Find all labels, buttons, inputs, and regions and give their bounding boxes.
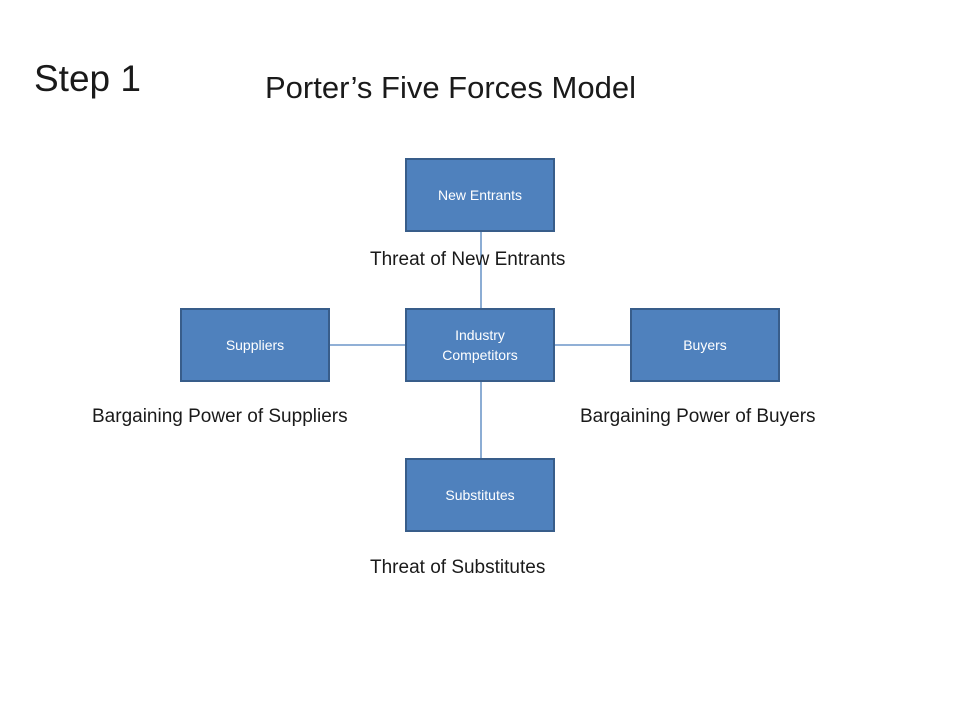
- suppliers-box-label: Suppliers: [225, 336, 285, 353]
- threat-new-entrants-label: Threat of New Entrants: [370, 249, 566, 270]
- bargaining-power-buyers-label: Bargaining Power of Buyers: [580, 406, 816, 427]
- substitutes-box: Substitutes: [405, 458, 555, 532]
- industry-competitors-box-label: Industry Competitors: [442, 326, 518, 363]
- new-entrants-box-label: New Entrants: [437, 186, 523, 203]
- buyers-box: Buyers: [630, 308, 780, 382]
- substitutes-box-label: Substitutes: [445, 486, 515, 503]
- bargaining-power-suppliers-label: Bargaining Power of Suppliers: [92, 406, 348, 427]
- suppliers-box: Suppliers: [180, 308, 330, 382]
- buyers-box-label: Buyers: [683, 336, 727, 353]
- step-label: Step 1: [34, 58, 141, 99]
- threat-substitutes-label: Threat of Substitutes: [370, 557, 546, 578]
- slide-title: Porter’s Five Forces Model: [265, 70, 636, 105]
- industry-competitors-box: Industry Competitors: [405, 308, 555, 382]
- new-entrants-box: New Entrants: [405, 158, 555, 232]
